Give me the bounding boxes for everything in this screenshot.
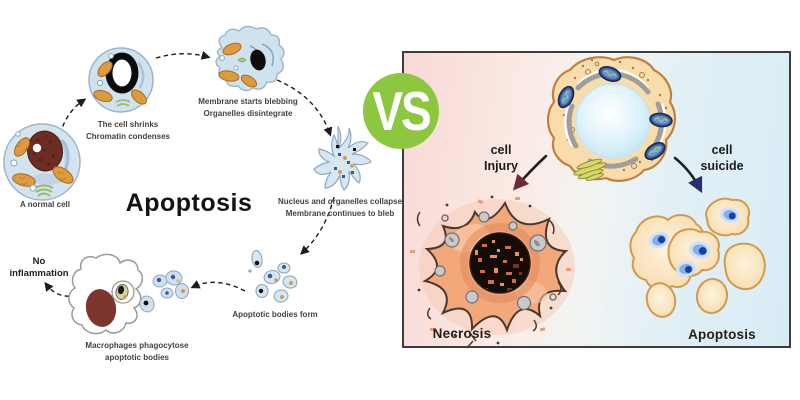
label-line: Membrane starts blebbing bbox=[198, 97, 298, 106]
arrow-bleb-to-collapse bbox=[276, 79, 333, 137]
mitochondrion bbox=[557, 66, 673, 161]
arrow-normal-to-shrink bbox=[59, 98, 87, 135]
engulfed-bodies bbox=[139, 270, 189, 313]
label-line: Organelles disintegrate bbox=[203, 108, 293, 118]
label-line: The cell shrinks bbox=[97, 120, 159, 129]
macrophage-illustration bbox=[68, 253, 189, 335]
stage-label-membrane-blebbing: Membrane starts blebbing Organelles disi… bbox=[198, 96, 298, 119]
nucleus bbox=[575, 83, 651, 159]
injury-arrow bbox=[512, 154, 548, 191]
label-line: suicide bbox=[700, 159, 744, 174]
arrow-shrink-to-bleb bbox=[155, 50, 211, 60]
label-line: inflammation bbox=[9, 267, 69, 279]
arrow-collapse-to-bodies bbox=[299, 196, 335, 255]
label-line: cell bbox=[711, 143, 733, 157]
stage-label-normal-cell: A normal cell bbox=[20, 199, 70, 211]
label-line: Apoptotic bodies form bbox=[232, 310, 318, 319]
vs-label: VS bbox=[372, 80, 431, 142]
shrinking-cell-illustration bbox=[88, 47, 154, 113]
apoptosis-bodies-illustration bbox=[629, 197, 766, 318]
label-line: cell bbox=[490, 143, 512, 157]
apoptotic-bodies-illustration bbox=[248, 250, 298, 303]
apoptotic-nuclei bbox=[648, 207, 740, 278]
debris bbox=[416, 211, 562, 349]
arrow-bodies-to-macrophage bbox=[190, 280, 246, 292]
stage-label-organelles-collapse: Nucleus and organelles collapse Membrane… bbox=[278, 196, 402, 219]
fragmented-nucleus bbox=[469, 232, 531, 294]
no-inflammation-label: No inflammation bbox=[9, 256, 68, 280]
healthy-cell-illustration bbox=[546, 56, 676, 182]
label-line: Chromatin condenses bbox=[85, 131, 171, 141]
golgi bbox=[573, 158, 607, 181]
mitochondria bbox=[218, 42, 258, 88]
label-line: A normal cell bbox=[20, 200, 70, 209]
cell-injury-label: cell Injury bbox=[484, 142, 518, 175]
label-line: Macrophages phagocytose bbox=[85, 341, 189, 350]
necrosis-label: Necrosis bbox=[432, 326, 492, 341]
stage-label-cell-shrinks: The cell shrinks Chromatin condenses bbox=[86, 119, 170, 142]
vs-badge: VS bbox=[363, 73, 439, 149]
mitochondria bbox=[93, 61, 147, 105]
label-line: apoptotic bodies bbox=[104, 352, 169, 362]
apoptosis-label: Apoptosis bbox=[688, 327, 756, 342]
label-line: No bbox=[32, 256, 46, 267]
mitochondria bbox=[12, 137, 74, 187]
golgi bbox=[34, 184, 54, 197]
stage-label-macrophages: Macrophages phagocytose apoptotic bodies bbox=[85, 340, 188, 363]
stage-label-apoptotic-bodies: Apoptotic bodies form bbox=[232, 309, 317, 321]
normal-cell-illustration bbox=[3, 123, 81, 201]
label-line: Membrane continues to bleb bbox=[285, 208, 395, 218]
apoptosis-cycle-title: Apoptosis bbox=[125, 189, 253, 217]
necrosis-cell-illustration bbox=[410, 195, 575, 349]
golgi bbox=[115, 99, 131, 107]
label-line: Injury bbox=[483, 159, 519, 174]
collapsing-cell-illustration bbox=[313, 125, 372, 191]
cell-suicide-label: cell suicide bbox=[700, 142, 743, 175]
suicide-arrow bbox=[673, 156, 703, 194]
label-line: Nucleus and organelles collapse bbox=[277, 197, 403, 206]
blebbing-cell-illustration bbox=[215, 25, 285, 92]
